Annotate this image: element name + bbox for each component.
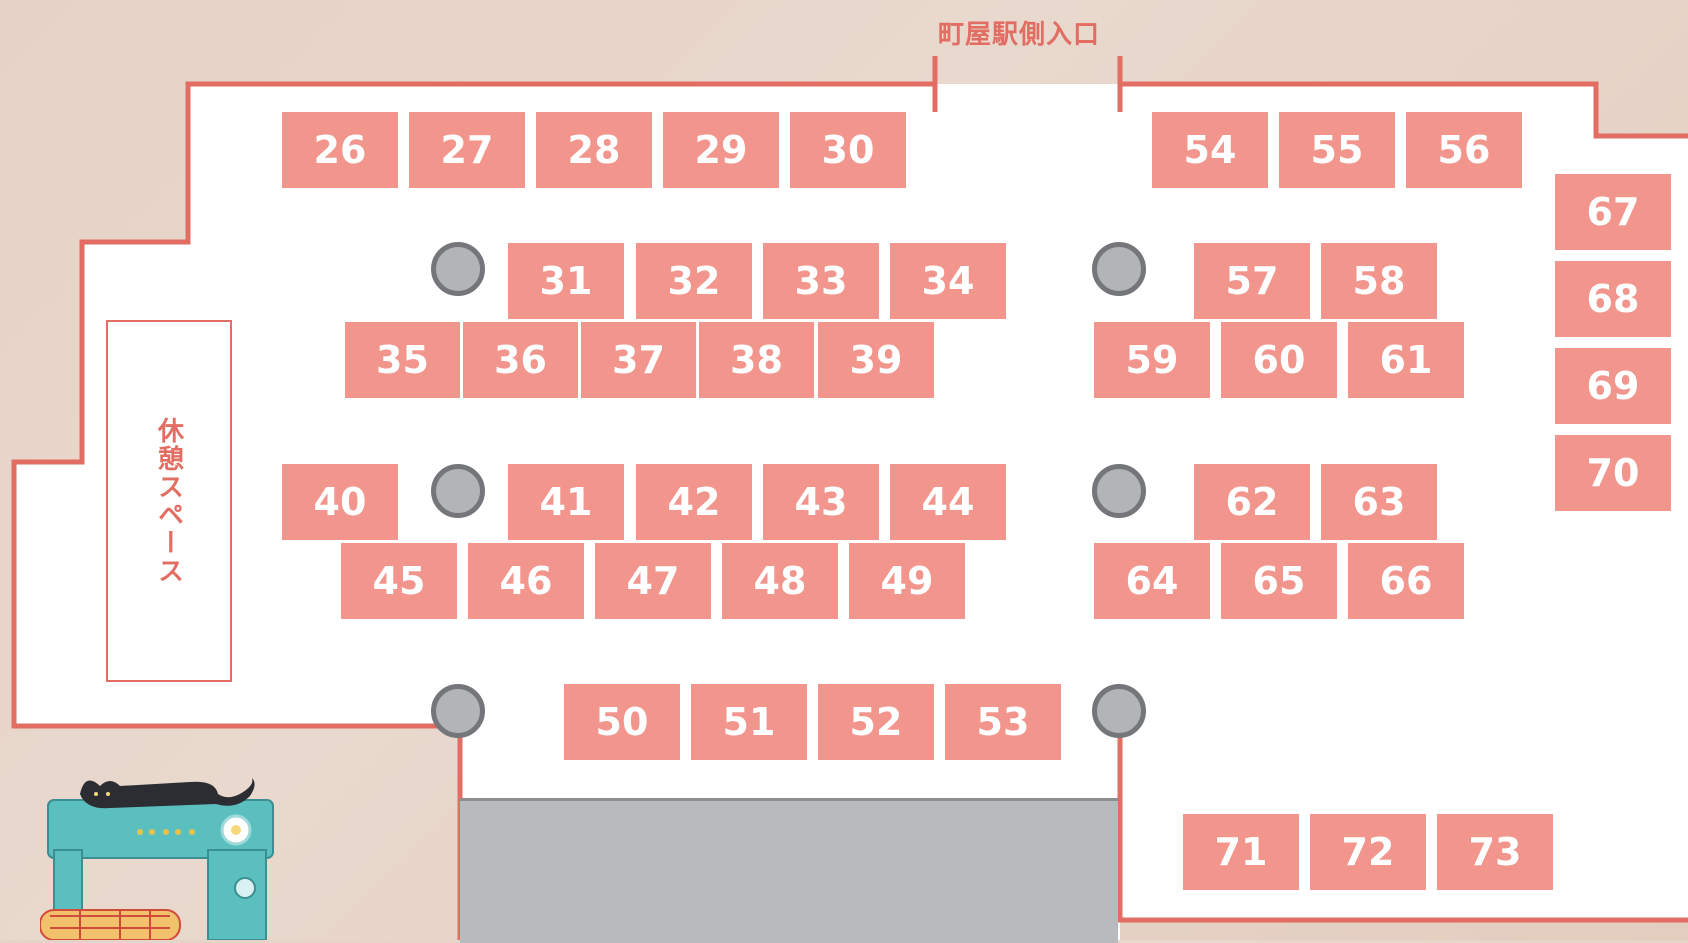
booth[interactable]: 35 <box>345 322 462 398</box>
booth[interactable]: 28 <box>536 112 652 188</box>
booth[interactable]: 46 <box>468 543 584 619</box>
booth[interactable]: 47 <box>595 543 711 619</box>
booth[interactable]: 63 <box>1321 464 1437 540</box>
booth[interactable]: 57 <box>1194 243 1310 319</box>
stage-area <box>460 798 1118 943</box>
fabric <box>40 909 181 940</box>
booth[interactable]: 72 <box>1310 814 1426 890</box>
booth[interactable]: 37 <box>581 322 698 398</box>
booth[interactable]: 54 <box>1152 112 1268 188</box>
booth[interactable]: 59 <box>1094 322 1210 398</box>
booth[interactable]: 41 <box>508 464 624 540</box>
pillar <box>431 684 485 738</box>
booth[interactable]: 66 <box>1348 543 1464 619</box>
booth[interactable]: 55 <box>1279 112 1395 188</box>
booth[interactable]: 29 <box>663 112 779 188</box>
booth[interactable]: 60 <box>1221 322 1337 398</box>
booth[interactable]: 44 <box>890 464 1006 540</box>
rest-area-label: 休憩スペース <box>153 417 184 585</box>
booth[interactable]: 26 <box>282 112 398 188</box>
booth[interactable]: 62 <box>1194 464 1310 540</box>
booth[interactable]: 40 <box>282 464 398 540</box>
booth[interactable]: 68 <box>1555 261 1671 337</box>
sewing-machine-cat-illustration <box>40 778 274 940</box>
booth[interactable]: 45 <box>341 543 457 619</box>
black-cat-icon <box>80 778 255 809</box>
wall-bottom-right <box>1117 726 1688 923</box>
pillar <box>1092 684 1146 738</box>
booth[interactable]: 33 <box>763 243 879 319</box>
booth[interactable]: 39 <box>818 322 934 398</box>
booth[interactable]: 61 <box>1348 322 1464 398</box>
booth[interactable]: 43 <box>763 464 879 540</box>
booth[interactable]: 42 <box>636 464 752 540</box>
booth[interactable]: 69 <box>1555 348 1671 424</box>
pillar <box>431 242 485 296</box>
booth[interactable]: 67 <box>1555 174 1671 250</box>
wall-left <box>11 81 935 940</box>
booth[interactable]: 49 <box>849 543 965 619</box>
booth[interactable]: 73 <box>1437 814 1553 890</box>
booth[interactable]: 32 <box>636 243 752 319</box>
booth[interactable]: 27 <box>409 112 525 188</box>
booth[interactable]: 70 <box>1555 435 1671 511</box>
booth[interactable]: 38 <box>699 322 816 398</box>
entrance-label: 町屋駅側入口 <box>938 20 1101 50</box>
booth[interactable]: 71 <box>1183 814 1299 890</box>
booth[interactable]: 34 <box>890 243 1006 319</box>
booth[interactable]: 31 <box>508 243 624 319</box>
sewing-machine-needle-bar <box>53 849 83 921</box>
booth[interactable]: 48 <box>722 543 838 619</box>
booth[interactable]: 64 <box>1094 543 1210 619</box>
booth[interactable]: 58 <box>1321 243 1437 319</box>
booth[interactable]: 56 <box>1406 112 1522 188</box>
wall-right <box>1120 81 1688 139</box>
booth[interactable]: 50 <box>564 684 680 760</box>
dial-icon <box>234 877 256 899</box>
booth[interactable]: 51 <box>691 684 807 760</box>
booth[interactable]: 65 <box>1221 543 1337 619</box>
booth[interactable]: 36 <box>463 322 580 398</box>
pillar <box>1092 242 1146 296</box>
booth[interactable]: 52 <box>818 684 934 760</box>
pillar <box>431 464 485 518</box>
sewing-machine-arm <box>207 849 267 940</box>
pillar <box>1092 464 1146 518</box>
booth[interactable]: 30 <box>790 112 906 188</box>
booth[interactable]: 53 <box>945 684 1061 760</box>
rest-area: 休憩スペース <box>106 320 232 682</box>
